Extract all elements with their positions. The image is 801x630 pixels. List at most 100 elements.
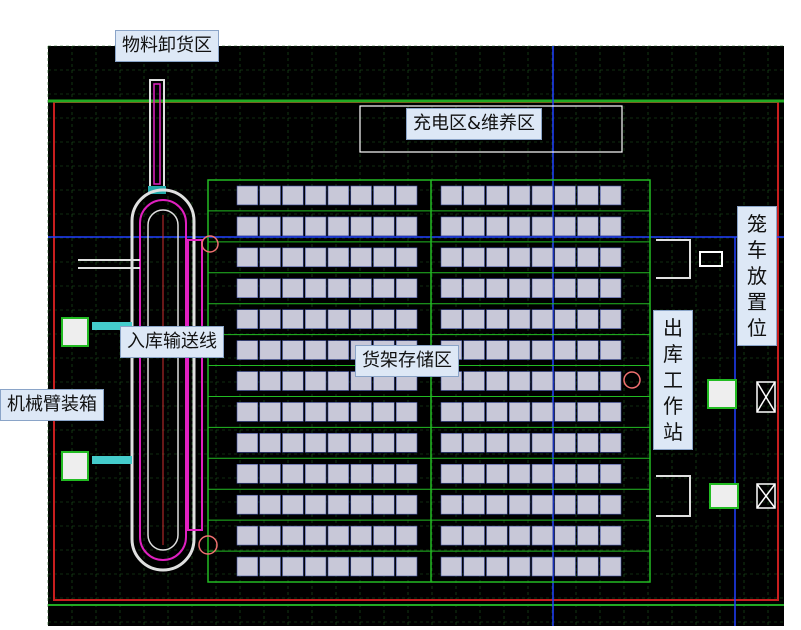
unloading-area-label: 物料卸货区 (115, 30, 219, 62)
rack-slot (554, 556, 576, 577)
rack-slot (304, 464, 327, 484)
rack-slot (440, 309, 463, 329)
rack-slot (373, 525, 395, 546)
outbound-station-bottom (656, 475, 739, 517)
rack-slot (577, 185, 599, 206)
rack-slot (554, 464, 576, 484)
rack-slot (486, 556, 508, 577)
robot-arm-station-left-2 (61, 451, 132, 481)
rack-slot (327, 278, 350, 298)
rack-slot (463, 278, 485, 298)
rack-slot (599, 433, 622, 453)
rack-slot (259, 494, 281, 515)
rack-slot (486, 525, 508, 546)
outbound-station-top (656, 239, 723, 279)
rack-slot (282, 556, 304, 577)
rack-storage-label: 货架存储区 (355, 345, 459, 377)
rack-slot (486, 216, 508, 237)
rack-slot (531, 494, 554, 515)
rack-slot (508, 525, 531, 546)
rack-slot (304, 340, 327, 360)
rack-slot (373, 433, 395, 453)
rack-slot (259, 371, 281, 391)
rack-slot (531, 278, 554, 298)
rack-slot (440, 278, 463, 298)
rack-slot (259, 247, 281, 268)
rack-slot (373, 278, 395, 298)
rack-slot (282, 278, 304, 298)
rack-slot (259, 340, 281, 360)
rack-slot (350, 216, 372, 237)
rack-slot (282, 216, 304, 237)
rack-slot (327, 371, 350, 391)
rack-slot (327, 402, 350, 422)
rack-slot (350, 556, 372, 577)
rack-slot (554, 247, 576, 268)
rack-slot (327, 525, 350, 546)
rack-slot (463, 216, 485, 237)
rack-slot (395, 309, 418, 329)
rack-slot (554, 402, 576, 422)
rack-slot (599, 278, 622, 298)
rack-slot (440, 185, 463, 206)
rack-slot (395, 464, 418, 484)
rack-slot (508, 216, 531, 237)
rack-slot (282, 185, 304, 206)
rack-slot (554, 309, 576, 329)
rack-slot (440, 247, 463, 268)
rack-slot (508, 494, 531, 515)
lift-markers (198, 235, 641, 555)
rack-slot (531, 185, 554, 206)
rack-slot (327, 340, 350, 360)
rack-slot (373, 185, 395, 206)
rack-slot (395, 278, 418, 298)
rack-slot (486, 433, 508, 453)
rack-slot (259, 185, 281, 206)
rack-slot (282, 340, 304, 360)
rack-slot (577, 464, 599, 484)
rack-slot (554, 494, 576, 515)
rack-slot (304, 525, 327, 546)
charging-maintenance-label: 充电区&维养区 (406, 108, 543, 140)
rack-slot (440, 402, 463, 422)
rack-slot (236, 247, 259, 268)
rack-slot (304, 371, 327, 391)
rack-slot (395, 433, 418, 453)
rack-slot (282, 402, 304, 422)
rack-slot (236, 340, 259, 360)
rack-slot (508, 433, 531, 453)
rack-slot (554, 278, 576, 298)
inbound-loop-conveyor (130, 188, 196, 572)
robot-arm-station-right (707, 379, 737, 409)
rack-slot (236, 556, 259, 577)
rack-slot (327, 247, 350, 268)
rack-slot (259, 402, 281, 422)
rack-slot (577, 371, 599, 391)
rack-slot (486, 494, 508, 515)
rack-slot (599, 402, 622, 422)
rack-slot (259, 525, 281, 546)
rack-slot (350, 433, 372, 453)
rack-slot (395, 216, 418, 237)
rack-slot (304, 185, 327, 206)
rack-slot (282, 525, 304, 546)
rack-slot (463, 371, 485, 391)
rack-slot (508, 278, 531, 298)
rack-slot (440, 525, 463, 546)
rack-slot (350, 278, 372, 298)
rack-slot (395, 556, 418, 577)
rack-slot (531, 556, 554, 577)
rack-slot (599, 309, 622, 329)
rack-slot (236, 464, 259, 484)
rack-slot (463, 464, 485, 484)
rack-slot (440, 556, 463, 577)
rack-slot (327, 556, 350, 577)
rack-slot (259, 556, 281, 577)
rack-slot (304, 402, 327, 422)
rack-slot (577, 309, 599, 329)
rack-slot (259, 464, 281, 484)
rack-slot (554, 216, 576, 237)
rack-slot (304, 216, 327, 237)
rack-slot (486, 340, 508, 360)
